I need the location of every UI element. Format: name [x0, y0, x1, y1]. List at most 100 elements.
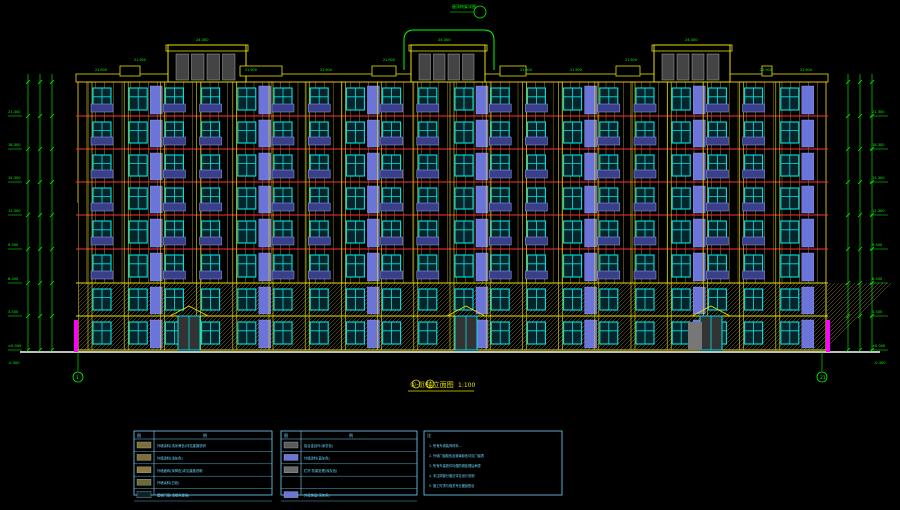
balcony-rail — [416, 202, 440, 212]
table-header: 例 — [203, 432, 207, 438]
balcony-rail — [163, 169, 186, 179]
balcony-rail — [488, 103, 512, 113]
legend-table-left: 图例外墙涂料(浅米黄色)详见建施说明外墙涂料(浅灰色)外墙面砖(深褐色)详见建施… — [133, 430, 273, 502]
balcony-rail — [163, 202, 186, 212]
window — [454, 87, 474, 111]
table-border — [423, 430, 563, 496]
table-header: 图 — [284, 432, 288, 438]
wall-panel — [367, 119, 380, 148]
wall-panel — [258, 185, 271, 214]
wall-panel — [367, 85, 380, 115]
dimension-tick — [49, 246, 55, 252]
wall-panel — [367, 218, 380, 248]
dimension-tick — [845, 313, 851, 319]
parapet-level-tag: 21.900 — [245, 68, 257, 72]
window — [345, 220, 365, 244]
window — [345, 288, 365, 311]
table-border — [280, 430, 418, 496]
tower-louver — [206, 53, 220, 81]
balcony-rail — [271, 136, 295, 146]
window — [92, 321, 112, 345]
dimension-tick — [49, 313, 55, 319]
window — [563, 187, 583, 210]
wall-panel — [475, 85, 489, 115]
notes-row-text: 5. 施工时须与相关专业图纸配合 — [429, 483, 475, 488]
window — [345, 154, 365, 177]
window — [128, 220, 148, 244]
balcony-rail — [742, 169, 765, 179]
dimension-tick — [37, 313, 43, 319]
dimension-tick — [25, 179, 31, 185]
balcony-rail — [633, 136, 657, 146]
balcony-rail — [271, 236, 295, 246]
dimension-tick — [49, 79, 55, 85]
wall-panel — [475, 119, 489, 148]
ground-marker-right — [826, 320, 830, 352]
balcony-rail — [742, 202, 765, 212]
wall-panel — [693, 252, 706, 282]
tower-louver — [222, 53, 236, 81]
window — [237, 321, 257, 345]
balcony-rail — [633, 236, 657, 246]
window — [382, 288, 402, 311]
window — [671, 220, 691, 244]
legend-swatch — [136, 491, 152, 498]
window — [780, 220, 800, 244]
balcony-rail — [706, 136, 729, 146]
roof-tower — [408, 44, 488, 83]
legend-table-mid: 图例铝合金百叶(深灰色)外墙涂料(蓝灰色)栏杆 防腐处理(深灰色)外墙饰面(深灰… — [280, 430, 418, 502]
parapet-level-tag: 21.900 — [760, 68, 772, 72]
balcony-rail — [307, 270, 331, 280]
dimension-tick — [25, 79, 31, 85]
balcony-rail — [633, 103, 657, 113]
wall-panel — [475, 218, 489, 248]
dimension-tick — [869, 79, 875, 85]
roof-box — [499, 65, 527, 77]
window — [563, 87, 583, 111]
hatch-line — [807, 282, 876, 351]
balcony-rail — [525, 136, 548, 146]
tower-louver — [418, 53, 431, 81]
window — [237, 288, 257, 311]
balcony-rail — [199, 236, 222, 246]
dimension-tick — [49, 347, 55, 353]
balcony-rail — [633, 270, 657, 280]
window — [707, 288, 727, 311]
window — [780, 121, 800, 144]
window — [345, 254, 365, 278]
balcony-rail — [199, 270, 222, 280]
wall-panel — [584, 286, 597, 315]
window — [526, 288, 546, 311]
wall-panel — [367, 319, 380, 349]
dimension-column-right: 21.30018.30015.30012.3009.3006.3003.300±… — [845, 74, 888, 353]
wall-panel — [258, 218, 271, 248]
dimension-tick — [857, 313, 863, 319]
balcony-rail — [307, 103, 331, 113]
balcony-rail — [633, 169, 657, 179]
window — [671, 288, 691, 311]
wall-panel — [367, 286, 380, 315]
balcony-rail — [307, 136, 331, 146]
balcony-rail — [597, 103, 621, 113]
elevation-mark-right: 21.300 — [872, 110, 885, 114]
wall-panel — [693, 152, 706, 181]
balcony-rail — [416, 136, 440, 146]
dimension-tick — [857, 179, 863, 185]
tower-louver — [661, 53, 675, 81]
dimension-tick — [37, 113, 43, 119]
entrance-canopy — [169, 305, 209, 317]
balcony-rail — [416, 169, 440, 179]
axis-bubble: 21 — [816, 350, 828, 383]
balcony-rail — [271, 270, 295, 280]
window — [563, 154, 583, 177]
tower-cornice — [165, 44, 249, 52]
pilaster — [413, 81, 419, 351]
wall-panel — [367, 252, 380, 282]
parapet-level-tag: 21.900 — [134, 58, 146, 62]
window — [418, 288, 438, 311]
roof-box — [239, 65, 283, 77]
wall-panel — [801, 218, 814, 248]
dimension-tick — [37, 212, 43, 218]
window — [128, 288, 148, 311]
dimension-tick — [49, 280, 55, 286]
